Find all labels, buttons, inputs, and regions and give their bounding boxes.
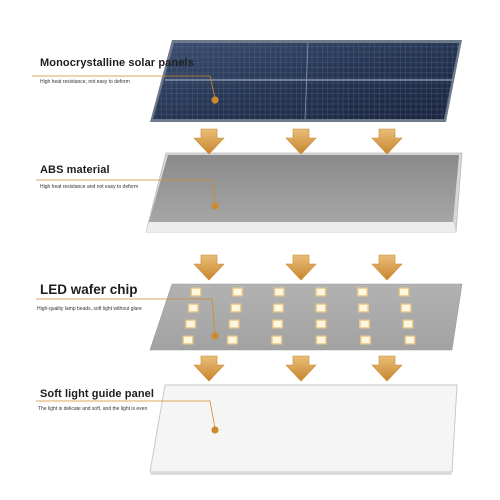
- down-arrow-icon: [285, 355, 317, 382]
- led-chip: [273, 287, 285, 297]
- led-chip: [402, 319, 414, 329]
- led-chip: [230, 303, 242, 313]
- leader-line-3: [36, 298, 219, 340]
- led-chip: [232, 287, 244, 297]
- led-chip: [190, 287, 202, 297]
- down-arrow-icon: [193, 355, 225, 382]
- down-arrow-icon: [285, 254, 317, 281]
- arrows-row-2: [193, 254, 403, 281]
- layer-title-led: LED wafer chip: [40, 282, 138, 297]
- arrows-row-1: [193, 128, 403, 155]
- led-chip: [315, 303, 327, 313]
- arrows-row-3: [193, 355, 403, 382]
- leader-dot-icon: [211, 96, 219, 104]
- layer-subtitle-abs: High heat resistance and not easy to def…: [40, 184, 139, 190]
- led-chip: [315, 287, 327, 297]
- leader-line-4: [36, 400, 219, 434]
- layer-title-solar: Monocrystalline solar panels: [40, 57, 194, 69]
- layer-title-abs: ABS material: [40, 164, 110, 176]
- light-guide-panel-layer: [149, 384, 458, 475]
- layer-subtitle-solar: High heat resistance, not easy to deform: [40, 79, 130, 85]
- leader-dot-icon: [211, 202, 219, 210]
- led-chip: [404, 335, 416, 345]
- leader-dot-icon: [211, 332, 219, 340]
- led-chip: [356, 287, 368, 297]
- led-chip: [185, 319, 197, 329]
- down-arrow-icon: [371, 355, 403, 382]
- down-arrow-icon: [285, 128, 317, 155]
- down-arrow-icon: [193, 128, 225, 155]
- led-chip: [360, 335, 372, 345]
- led-chip-grid: [182, 287, 416, 345]
- led-chip: [182, 335, 194, 345]
- led-chip: [228, 319, 240, 329]
- layer-subtitle-led: High-quality lamp beads, soft light with…: [37, 306, 142, 312]
- led-board-layer: [149, 283, 463, 351]
- led-chip: [315, 319, 327, 329]
- leader-line-1: [32, 75, 219, 104]
- led-chip: [357, 303, 369, 313]
- led-chip: [398, 287, 410, 297]
- down-arrow-icon: [193, 254, 225, 281]
- leader-dot-icon: [211, 426, 219, 434]
- layer-title-guide: Soft light guide panel: [40, 388, 155, 400]
- down-arrow-icon: [371, 128, 403, 155]
- led-chip: [272, 319, 284, 329]
- solar-panel-layer: [150, 40, 462, 122]
- led-chip: [226, 335, 238, 345]
- leader-line-2: [36, 179, 219, 210]
- abs-plate-layer: [145, 152, 463, 233]
- led-chip: [359, 319, 371, 329]
- led-chip: [272, 303, 284, 313]
- led-chip: [187, 303, 199, 313]
- led-chip: [271, 335, 283, 345]
- layer-subtitle-guide: The light is delicate and soft, and the …: [38, 406, 148, 412]
- led-chip: [315, 335, 327, 345]
- led-chip: [400, 303, 412, 313]
- down-arrow-icon: [371, 254, 403, 281]
